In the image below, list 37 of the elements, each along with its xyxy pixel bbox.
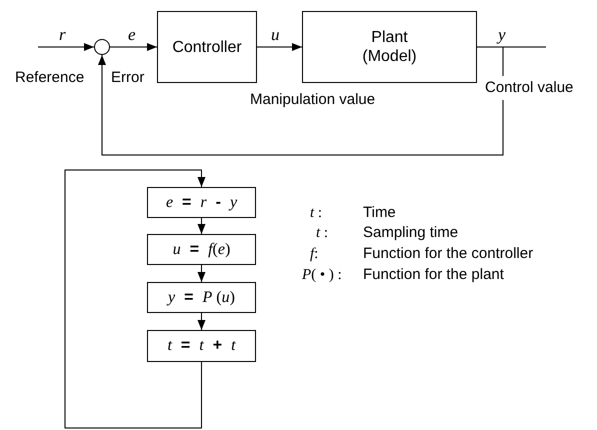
- block-box: [147, 187, 256, 218]
- block-box: [147, 330, 256, 362]
- arrow: [110, 43, 158, 51]
- equation-text: u = f(e): [172, 240, 230, 258]
- definition-text: Sampling time: [363, 224, 458, 242]
- edge-label: e: [128, 26, 136, 44]
- signal-label: Control value: [484, 76, 574, 100]
- symbol-label: t :: [310, 204, 322, 222]
- symbol-label: t :: [316, 224, 328, 242]
- edge-label: y: [498, 26, 506, 44]
- block-label: Plant (Model): [361, 28, 418, 66]
- equation-text: e = r - y: [166, 194, 238, 212]
- block-box: [302, 11, 477, 83]
- definition-text: Time: [363, 204, 396, 222]
- definition-text: Function for the plant: [363, 266, 504, 284]
- signal-label: Manipulation value: [250, 91, 376, 109]
- summing-junction: [94, 39, 110, 55]
- block-box: [157, 11, 257, 83]
- arrow: [198, 312, 206, 330]
- arrow: [198, 264, 206, 282]
- signal-label: Reference: [15, 69, 84, 87]
- arrow: [64, 170, 206, 428]
- block-box: [147, 234, 256, 265]
- arrow: [38, 43, 94, 51]
- equation-text: t = t + t: [167, 337, 236, 355]
- arrow: [256, 43, 302, 51]
- signal-label: Error: [111, 69, 144, 87]
- arrow: [198, 218, 206, 234]
- block-box: [147, 282, 256, 313]
- edge-label: r: [59, 26, 66, 44]
- symbol-label: f:: [310, 245, 318, 263]
- symbol-label: P( • ) :: [302, 266, 342, 284]
- edge-label: u: [271, 26, 280, 44]
- arrow: [98, 46, 504, 156]
- definition-text: Function for the controller: [363, 245, 534, 263]
- equation-text: y = P (u): [168, 288, 235, 306]
- block-label: Controller: [172, 38, 242, 56]
